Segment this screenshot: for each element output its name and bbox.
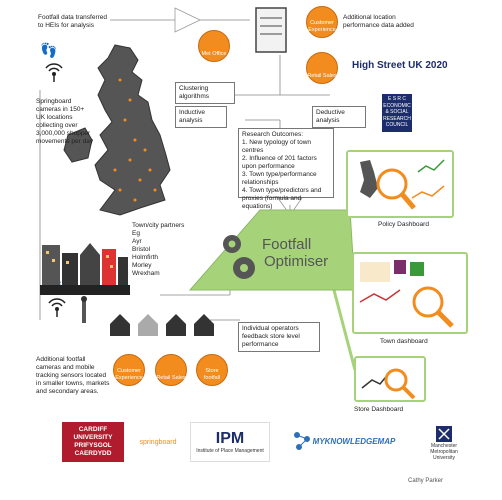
footfall-transfer-note: Footfall data transferred to HEIs for an… (38, 14, 108, 29)
store-dashboard-image (361, 368, 416, 400)
cardiff-university-logo: CARDIFF UNIVERSITY PRIFYSGOL CAERDYDD (62, 422, 124, 462)
store-footfall-circle: Store footfall (196, 354, 228, 386)
sensor-icon (45, 63, 63, 82)
gears-icon (223, 235, 255, 279)
policy-dashboard-label: Policy Dashboard (378, 221, 429, 228)
high-street-logo: High Street UK 2020 (352, 60, 448, 71)
additional-cameras-note: Additional footfall cameras and mobile t… (36, 356, 110, 395)
customer-experience-circle-2: Customer Experience (113, 354, 145, 386)
additional-location-note: Additional location performance data add… (343, 14, 414, 29)
deductive-box: Deductive analysis (312, 106, 366, 128)
town-partners-note: Town/city partners Eg Ayr Bristol Holmfi… (132, 222, 185, 277)
town-dashboard-image (359, 260, 454, 328)
customer-experience-circle: Customer Experience (306, 6, 338, 38)
retail-sales-circle: Retail Sales (306, 52, 338, 84)
myknowledgemap-logo: MYKNOWLEDGEMAP (278, 422, 408, 460)
town-dashboard-label: Town dashboard (380, 338, 428, 345)
town-skyline-image (40, 243, 130, 295)
met-office-circle: Met Office (198, 30, 230, 62)
footfall-optimiser-title: Footfall Optimiser (262, 236, 329, 270)
mmu-logo: Manchester Metropolitan University (418, 420, 470, 466)
town-dashboard-panel (352, 252, 468, 334)
sensor-icon (48, 298, 66, 317)
esrc-logo: E S R C ECONOMIC & SOCIAL RESEARCH COUNC… (382, 94, 412, 132)
network-icon (293, 432, 310, 450)
retail-sales-circle-2: Retail Sales (155, 354, 187, 386)
uk-map (63, 44, 171, 216)
springboard-cameras-note: Springboard cameras in 150+ UK locations… (36, 98, 94, 145)
footsteps-icon: 👣 (40, 42, 58, 58)
clustering-box: Clustering algorithms (175, 82, 235, 104)
individual-operators-box: Individual operators feedback store leve… (238, 322, 320, 352)
ipm-logo: IPM Institute of Place Management (190, 422, 270, 462)
policy-dashboard-image (360, 159, 445, 210)
inductive-box: Inductive analysis (175, 106, 227, 128)
store-dashboard-panel (354, 356, 426, 402)
research-outcomes-box: Research Outcomes: 1. New typology of to… (238, 128, 334, 210)
houses-row (110, 314, 214, 336)
mmu-crest-icon (436, 426, 452, 442)
policy-dashboard-panel (346, 150, 454, 218)
store-dashboard-label: Store Dashboard (354, 406, 404, 413)
springboard-logo: springboard (139, 438, 177, 446)
server-icon (255, 7, 287, 53)
credit-text: Cathy Parker (408, 478, 444, 484)
sensor-pole-icon (81, 296, 87, 323)
